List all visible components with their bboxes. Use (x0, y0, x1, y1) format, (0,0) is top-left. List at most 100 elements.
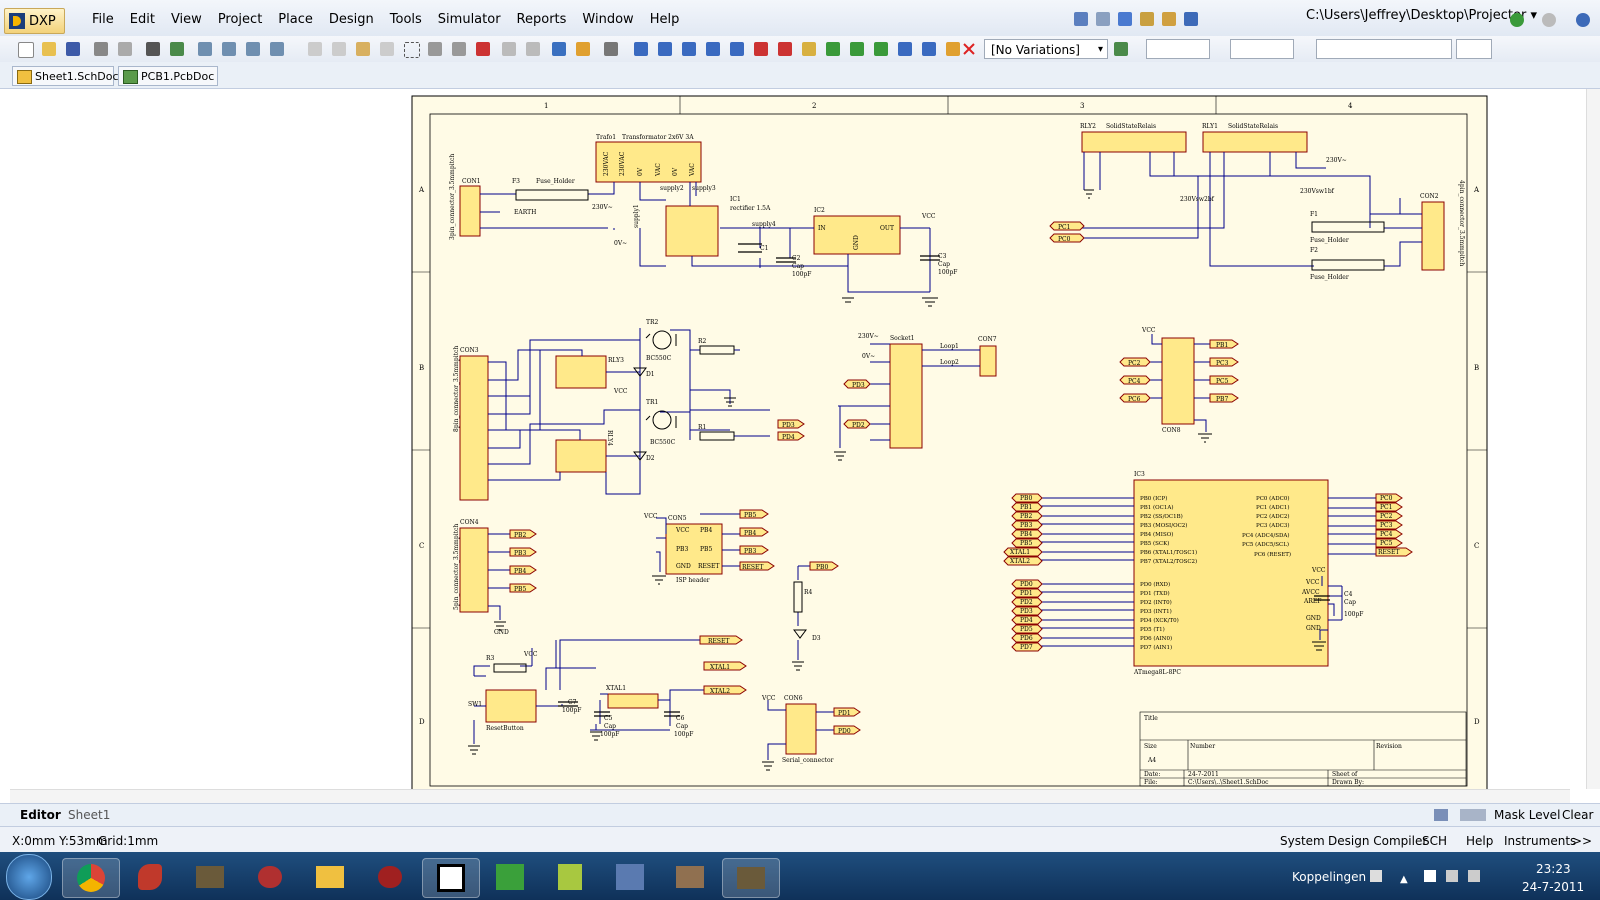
menu-edit[interactable]: Edit (129, 12, 155, 27)
port-pd3-socket[interactable]: PD3 (843, 379, 871, 389)
menu-design[interactable]: Design (328, 12, 374, 27)
save-icon[interactable] (66, 42, 80, 56)
port-pb3-con4[interactable]: PB3 (509, 547, 537, 557)
zoom-fit-icon[interactable] (198, 42, 212, 56)
port-xtal2-net[interactable]: XTAL2 (703, 685, 747, 695)
port-ic3-l13[interactable]: PD5 (1011, 624, 1043, 634)
fuse-f3[interactable] (515, 189, 589, 201)
harness-entry-icon[interactable] (922, 42, 936, 56)
gnd-port-icon[interactable] (754, 42, 768, 56)
mask-filter-icon[interactable] (1460, 809, 1486, 821)
status-more-button[interactable]: >> (1572, 834, 1593, 848)
trafo1-body[interactable] (595, 141, 702, 183)
redo-icon[interactable] (526, 42, 540, 56)
port-ic3-l4[interactable]: PB4 (1011, 529, 1043, 539)
no-erc-icon[interactable] (962, 42, 976, 56)
harness-icon[interactable] (898, 42, 912, 56)
tray-flag-icon[interactable] (1424, 870, 1436, 882)
component-icon[interactable] (1162, 12, 1176, 26)
horizontal-scrollbar[interactable] (10, 789, 1570, 804)
vertical-scrollbar[interactable] (1586, 89, 1600, 789)
port-ic3-l10[interactable]: PD2 (1011, 597, 1043, 607)
grid-icon[interactable] (1184, 12, 1198, 26)
filter-combo-4[interactable] (1456, 39, 1492, 59)
port-pb5-isp[interactable]: PB5 (739, 509, 769, 519)
bus-icon[interactable] (1096, 12, 1110, 26)
tab-sheet1-schdoc[interactable]: Sheet1.SchDoc (12, 66, 119, 86)
port-ic3-l2[interactable]: PB2 (1011, 511, 1043, 521)
filter-combo-2[interactable] (1230, 39, 1294, 59)
port-pb5-con4[interactable]: PB5 (509, 583, 537, 593)
tab-editor[interactable]: Editor (20, 808, 61, 822)
port-pb4-isp[interactable]: PB4 (739, 527, 769, 537)
con7-body[interactable] (979, 345, 997, 377)
tray-expand-icon[interactable]: ▲ (1400, 874, 1408, 885)
schematic-sheet[interactable]: 1 2 3 4 A B C D A B C D CON1 Trafo1 Tran… (0, 89, 1600, 797)
con1-body[interactable] (459, 185, 481, 237)
ic2-regulator-body[interactable] (813, 215, 901, 255)
taskbar-app4[interactable] (242, 858, 298, 896)
port-pc3-con8[interactable]: PC3 (1209, 357, 1239, 367)
port-pc0[interactable]: PC0 (1049, 233, 1085, 243)
con2-body[interactable] (1421, 201, 1445, 271)
port-ic3-r6[interactable]: RESET (1375, 547, 1413, 557)
open-icon[interactable] (42, 42, 56, 56)
zoom-select-icon[interactable] (246, 42, 260, 56)
caps-c1-c2-c3[interactable] (738, 243, 940, 263)
resistors-r1-r4[interactable] (493, 345, 803, 673)
tab-pcb1-pcbdoc[interactable]: PCB1.PcbDoc * (118, 66, 218, 103)
vcc-port-icon[interactable] (778, 42, 792, 56)
deselect-icon[interactable] (452, 42, 466, 56)
taskbar-app6[interactable] (362, 858, 418, 896)
port-ic3-l7[interactable]: XTAL2 (1003, 556, 1043, 566)
menu-reports[interactable]: Reports (516, 12, 567, 27)
port-pb0-r4[interactable]: PB0 (809, 561, 839, 571)
tray-network-icon[interactable] (1446, 870, 1458, 882)
tray-date[interactable]: 24-7-2011 (1522, 880, 1585, 894)
port-ic3-r0[interactable]: PC0 (1375, 493, 1403, 503)
port-ic3-r5[interactable]: PC5 (1375, 538, 1403, 548)
caps-c4-c7[interactable] (558, 595, 1330, 717)
cross-probe-icon[interactable] (576, 42, 590, 56)
browse-library-icon[interactable] (604, 42, 618, 56)
tab-sheet1[interactable]: Sheet1 (68, 808, 111, 822)
place-wire-icon[interactable] (634, 42, 648, 56)
zoom-area-icon[interactable] (222, 42, 236, 56)
tray-device-icon[interactable] (1370, 870, 1382, 882)
port-ic3-l3[interactable]: PB3 (1011, 520, 1043, 530)
port-pc5-con8[interactable]: PC5 (1209, 375, 1239, 385)
port-pb2-con4[interactable]: PB2 (509, 529, 537, 539)
con6-serial-body[interactable] (785, 703, 817, 755)
menu-file[interactable]: File (92, 12, 114, 27)
ground-icon[interactable] (1118, 12, 1132, 26)
xtal1-body[interactable] (607, 693, 659, 709)
dxp-menu-button[interactable]: DXP (4, 8, 65, 34)
socket1-body[interactable] (889, 343, 923, 449)
taskbar-app2[interactable] (122, 858, 178, 896)
port-reset-isp[interactable]: RESET (739, 561, 775, 571)
layer-icon[interactable] (146, 42, 160, 56)
start-button-icon[interactable] (6, 854, 52, 900)
place-line-icon[interactable] (706, 42, 720, 56)
forward-icon[interactable] (1542, 13, 1556, 27)
port-pc6-con8[interactable]: PC6 (1119, 393, 1151, 403)
diodes-d1-d2-d3[interactable] (633, 367, 807, 639)
con3-body[interactable] (459, 355, 489, 501)
board-icon[interactable] (170, 42, 184, 56)
rly1-body[interactable] (1202, 131, 1308, 153)
select-area-icon[interactable] (404, 42, 420, 58)
con4-body[interactable] (459, 527, 489, 613)
taskbar-app10[interactable] (602, 858, 658, 896)
status-instruments-button[interactable]: Instruments (1504, 834, 1577, 848)
net-label-icon[interactable] (730, 42, 744, 56)
clear-button[interactable]: Clear (1562, 808, 1594, 822)
menu-project[interactable]: Project (217, 12, 263, 27)
place-part-icon[interactable] (802, 42, 816, 56)
port-ic3-l12[interactable]: PD4 (1011, 615, 1043, 625)
port-ic3-l14[interactable]: PD6 (1011, 633, 1043, 643)
menu-view[interactable]: View (170, 12, 202, 27)
filter-combo-3[interactable] (1316, 39, 1452, 59)
device-sheet-icon[interactable] (874, 42, 888, 56)
port-pd4-r[interactable]: PD4 (777, 431, 805, 441)
back-icon[interactable] (1510, 13, 1524, 27)
